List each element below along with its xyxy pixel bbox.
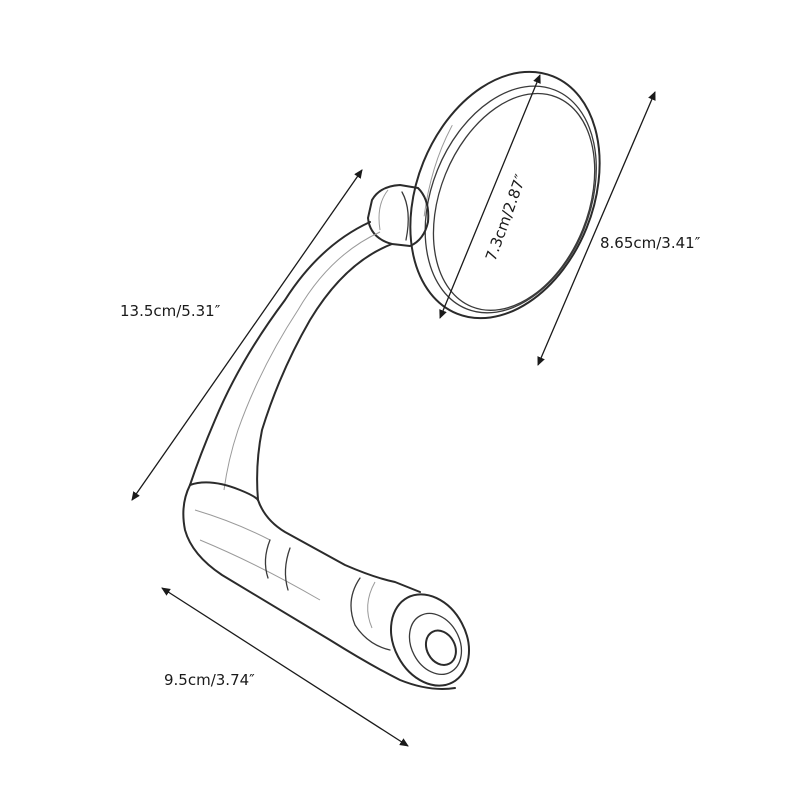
mirror-height-label: 8.65cm/3.41″ — [600, 234, 701, 252]
mirror-diameter-label: 7.3cm/2.87″ — [482, 172, 530, 264]
base-length-arrow — [161, 587, 409, 747]
base-length-label: 9.5cm/3.74″ — [164, 671, 255, 689]
total-height-label: 13.5cm/5.31″ — [120, 302, 221, 320]
pivot-knob — [367, 184, 430, 247]
bar-end-mirror-icon — [182, 70, 601, 690]
mirror-arm — [189, 221, 393, 501]
bar-end-handle — [182, 481, 456, 690]
mirror-height-arrow — [537, 91, 656, 366]
total-height-arrow — [131, 169, 363, 501]
mirror-diameter-arrow — [439, 74, 541, 319]
bar-end-cap — [390, 593, 470, 687]
